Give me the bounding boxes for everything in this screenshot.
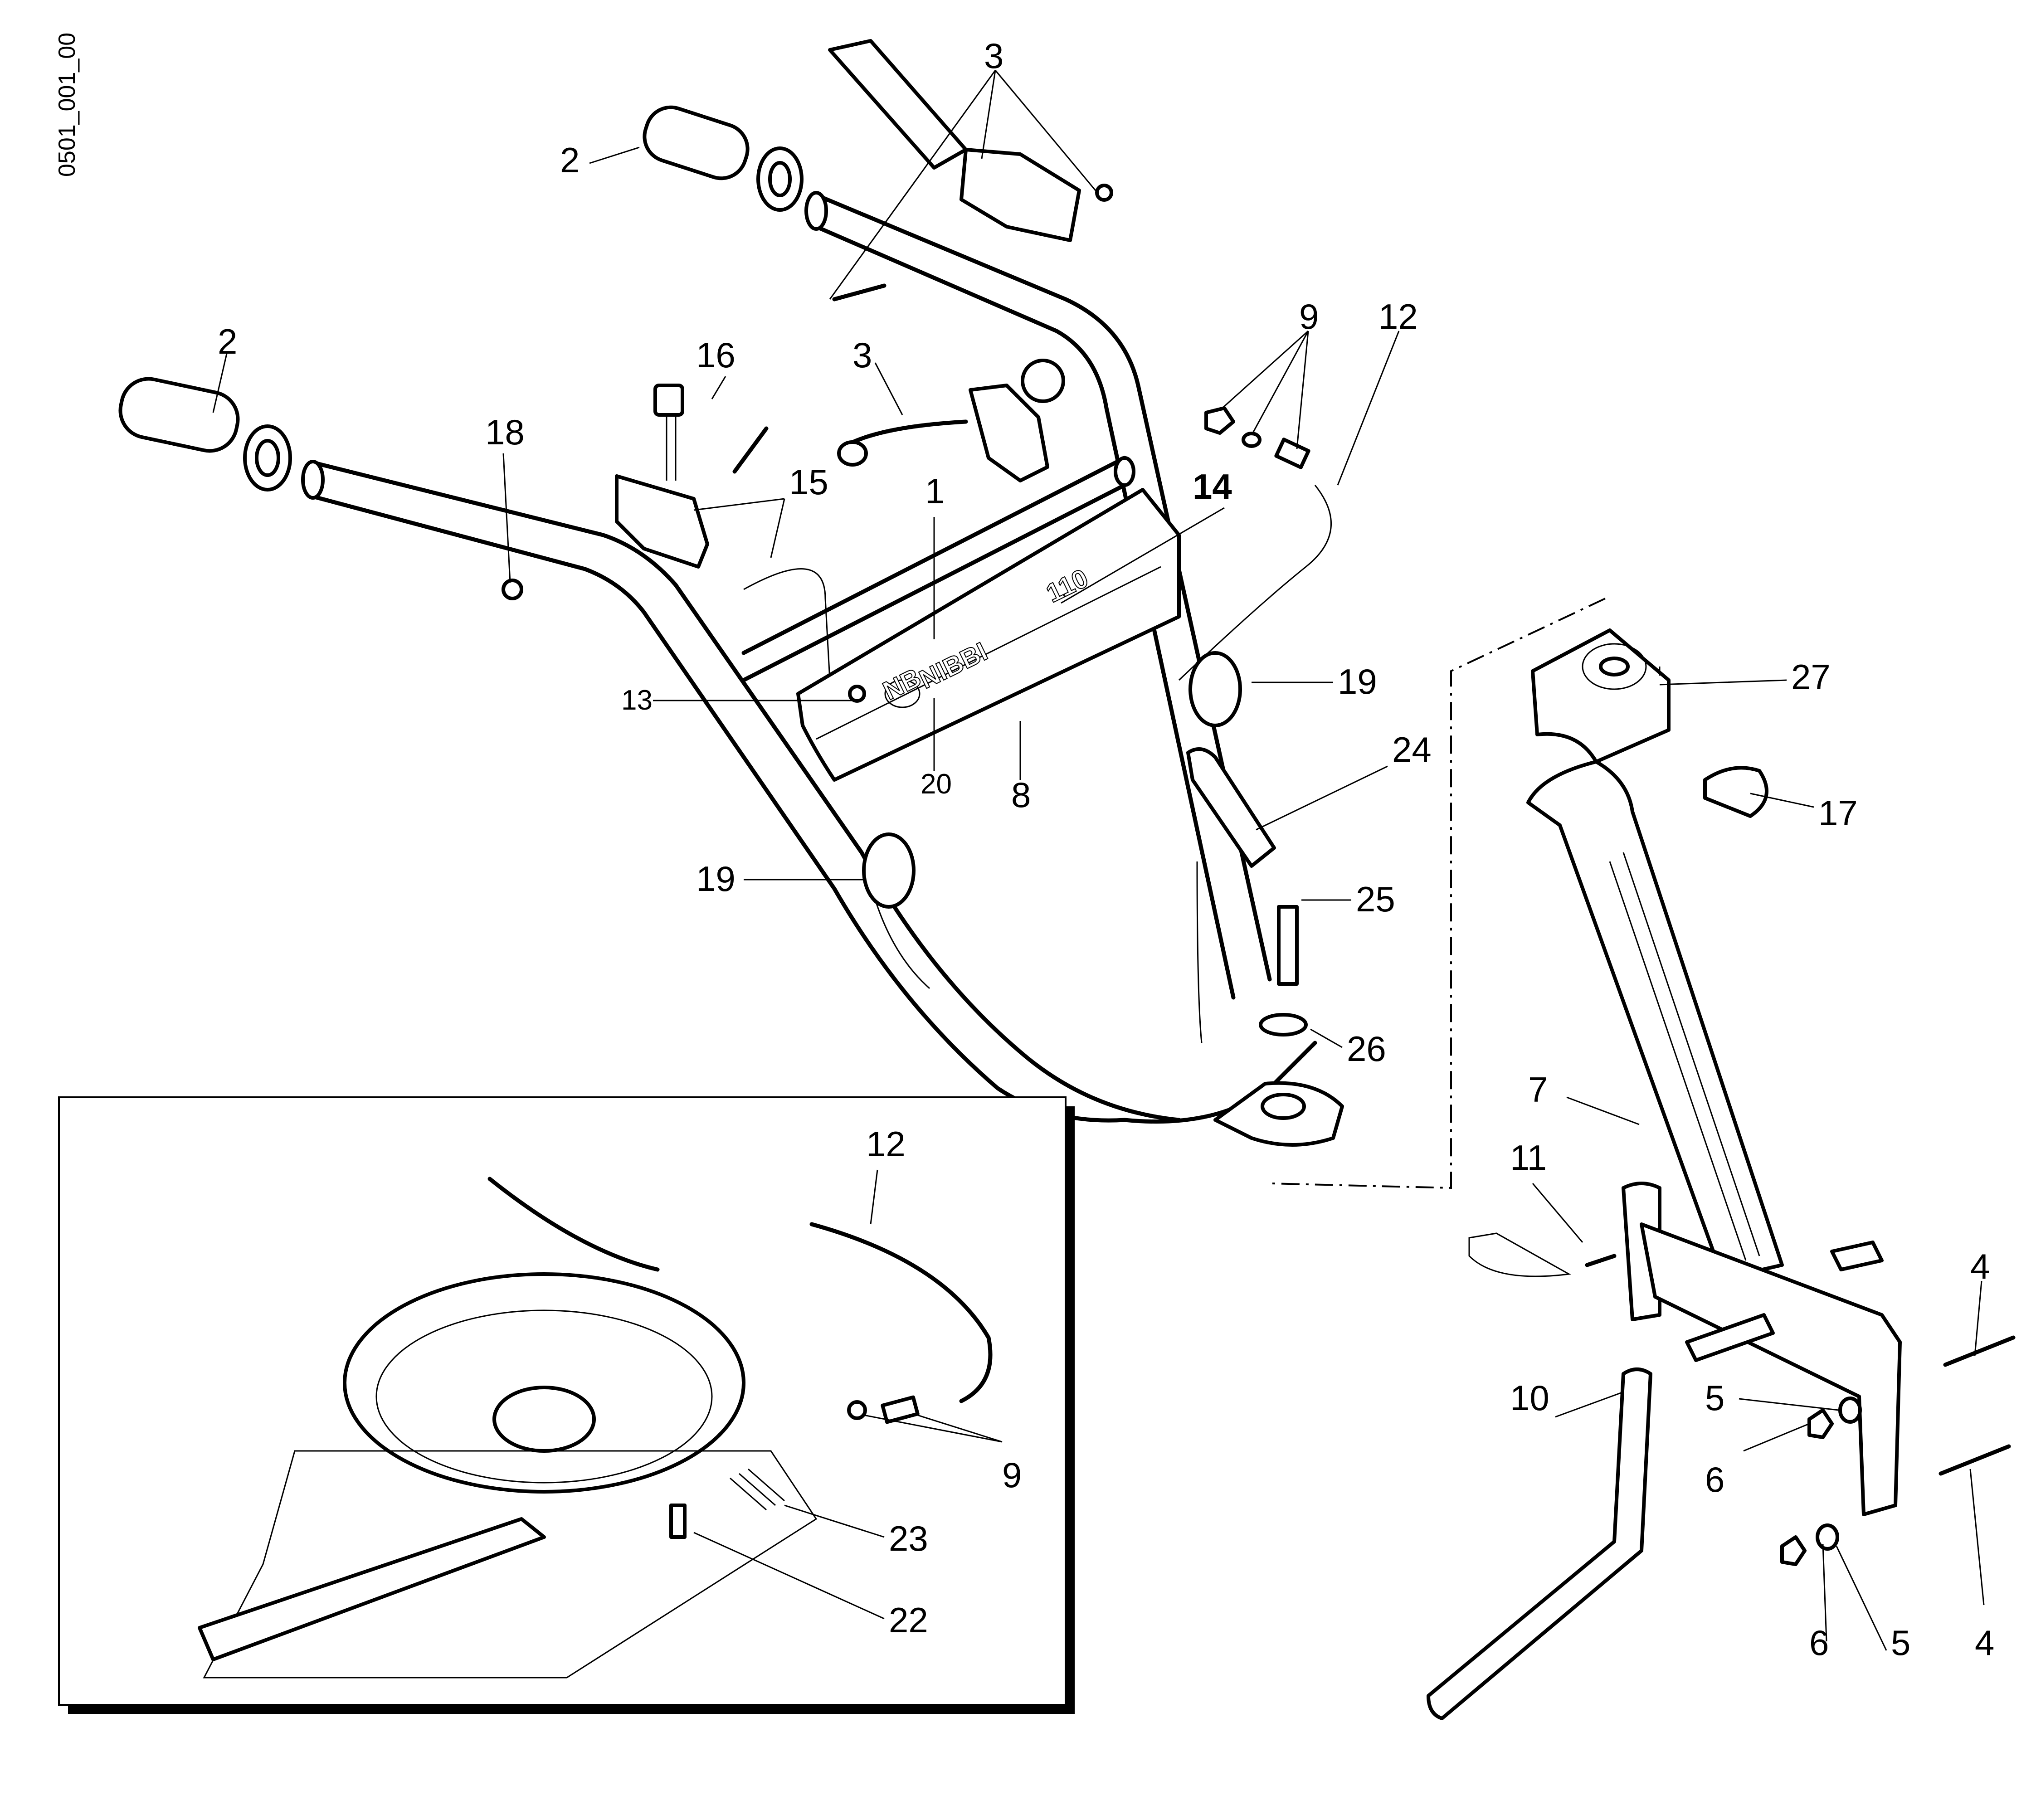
callout-5-lower: 5 (1891, 1623, 1910, 1663)
callout-3-upper: 3 (984, 36, 1003, 76)
nut-upper (1807, 1408, 1834, 1439)
screw-16 (732, 426, 769, 474)
bolt-upper (1943, 1335, 2016, 1367)
stand-leg (1427, 1367, 1652, 1720)
grip-upper (643, 105, 804, 212)
callout-19-lower: 19 (696, 859, 735, 899)
callout-10: 10 (1510, 1378, 1549, 1418)
callout-8: 8 (1011, 775, 1031, 815)
callout-2-lower: 2 (218, 321, 237, 361)
nut-lower (1780, 1535, 1807, 1566)
nut-18 (502, 579, 523, 600)
callout-17: 17 (1818, 793, 1858, 833)
lynch-pin (1468, 1232, 1617, 1277)
callout-15: 15 (789, 462, 828, 502)
adjuster-block (1531, 628, 1671, 764)
hose-clamp-lower (862, 832, 916, 909)
leader-lines (212, 70, 1985, 1651)
throttle-lever (828, 39, 1081, 242)
assembly-guide-line (1269, 598, 1606, 1189)
hose-clamp-upper (1188, 651, 1242, 727)
washer-lower (1816, 1523, 1839, 1551)
screw-upper (832, 283, 886, 302)
callout-14: 14 (1193, 467, 1232, 506)
callout-2-upper: 2 (560, 140, 580, 180)
column-tube (1526, 760, 1784, 1280)
threaded-pin (1277, 905, 1299, 986)
washer-26 (1259, 1013, 1308, 1037)
callout-6-upper: 6 (1705, 1460, 1724, 1499)
callout-25: 25 (1356, 879, 1395, 919)
callout-3-lower: 3 (852, 335, 872, 375)
callout-18: 18 (485, 412, 525, 452)
callout-5-upper: 5 (1705, 1378, 1724, 1418)
callout-9-upper: 9 (1299, 297, 1319, 336)
callout-6-lower: 6 (1809, 1623, 1829, 1663)
callout-4-upper: 4 (1970, 1246, 1990, 1286)
clip-17 (1703, 766, 1768, 818)
callout-26: 26 (1347, 1029, 1386, 1069)
detail-inset (58, 1096, 1075, 1714)
callout-16: 16 (696, 335, 735, 375)
drawing-code: 0501_001_00 (54, 33, 80, 177)
switch-block (615, 384, 709, 569)
callout-9-inset: 9 (1002, 1455, 1022, 1495)
callout-27: 27 (1791, 657, 1831, 697)
washer-upper (1838, 1397, 1862, 1424)
bolt-lower (1939, 1444, 2011, 1476)
grip-lower (118, 377, 292, 491)
brake-lever (837, 359, 1065, 482)
callout-23: 23 (889, 1518, 928, 1558)
callout-19-upper: 19 (1338, 662, 1377, 701)
callout-labels: 1 2 2 3 3 4 4 5 5 6 6 7 8 9 9 10 11 12 1… (218, 36, 1994, 1663)
column-bracket (1622, 1182, 1902, 1516)
callout-7: 7 (1528, 1070, 1548, 1110)
callout-12-upper: 12 (1378, 297, 1418, 336)
callout-12-inset: 12 (866, 1124, 906, 1164)
callout-4-lower: 4 (1975, 1623, 1994, 1663)
callout-11: 11 (1510, 1138, 1547, 1178)
callout-1: 1 (925, 471, 945, 511)
callout-13: 13 (621, 685, 653, 716)
callout-24: 24 (1392, 730, 1432, 769)
fittings-upper (1204, 406, 1310, 469)
callout-22: 22 (889, 1600, 928, 1640)
sleeve (1186, 747, 1276, 868)
callout-20: 20 (921, 769, 952, 800)
handlebar-frame (301, 191, 1344, 1147)
cover-plate: NB NIBBI 110 (796, 488, 1181, 782)
